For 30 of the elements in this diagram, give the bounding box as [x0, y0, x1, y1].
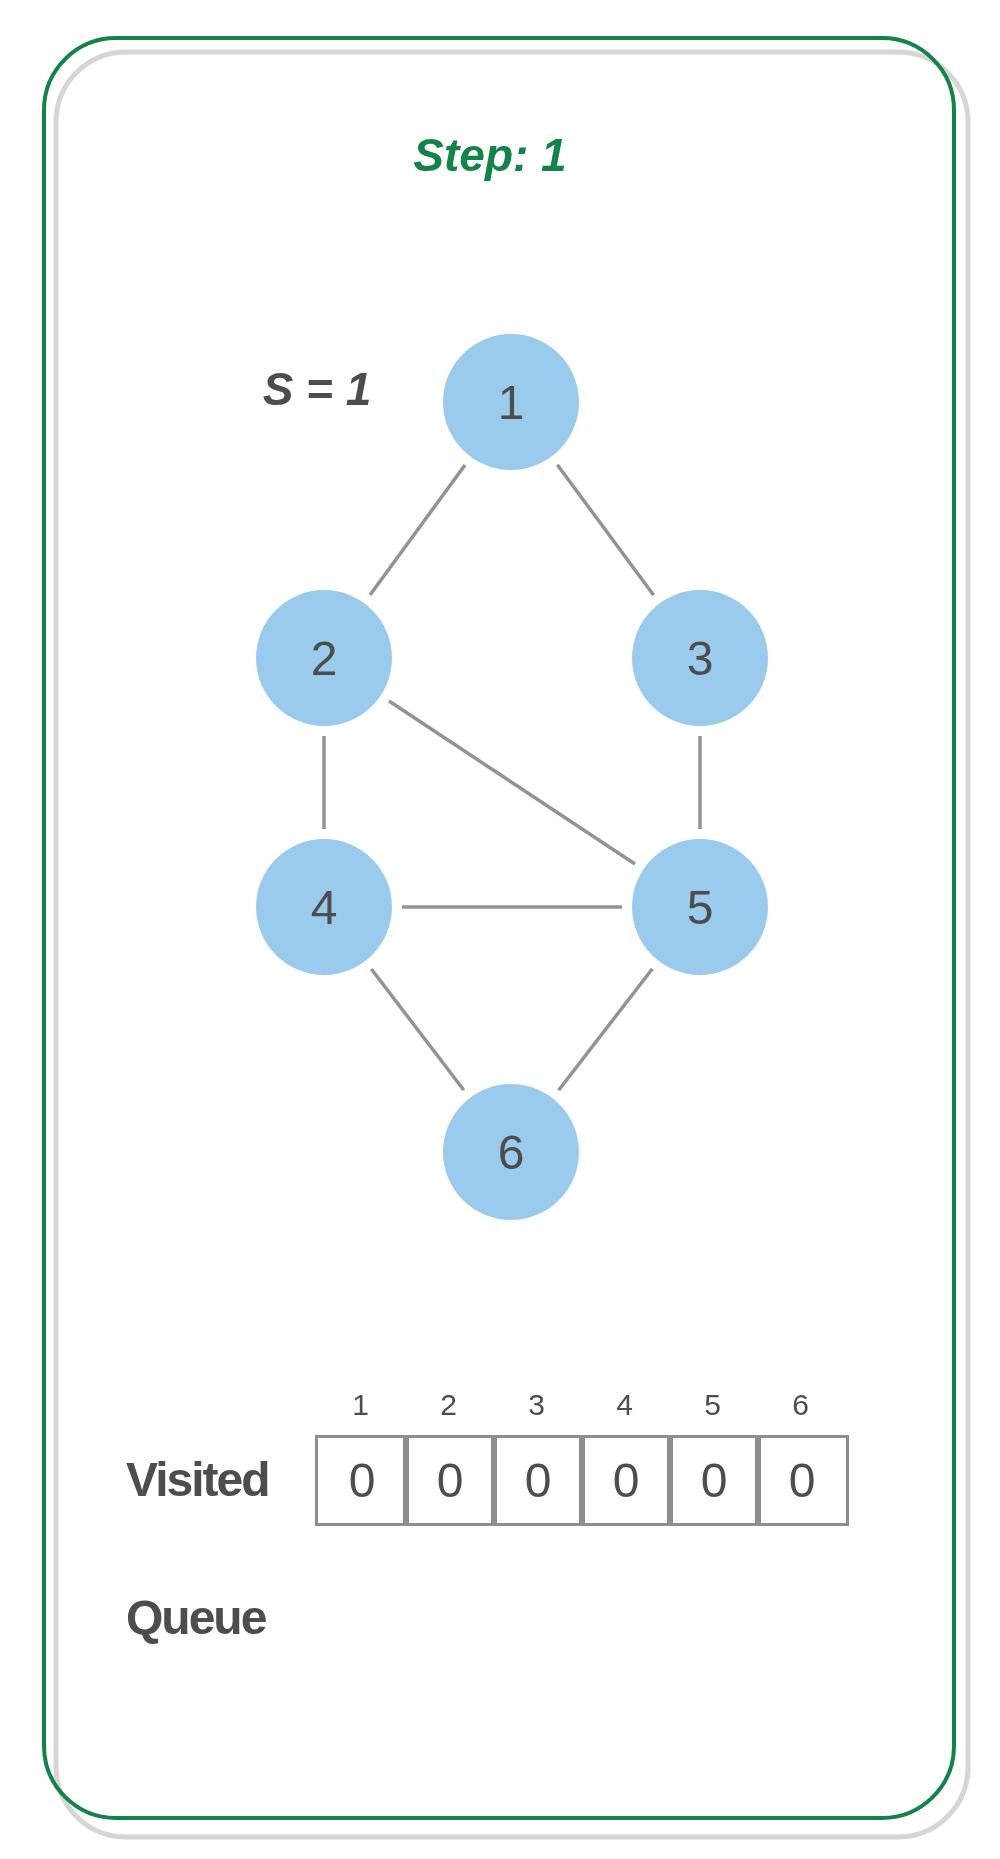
graph-vertex: 5	[632, 839, 768, 975]
column-index: 4	[615, 1388, 634, 1422]
graph-edge	[322, 736, 326, 829]
graph-vertex: 1	[443, 334, 579, 470]
graph-vertex: 6	[443, 1084, 579, 1220]
graph-edge	[369, 967, 466, 1092]
column-index: 3	[527, 1388, 546, 1422]
column-index: 2	[439, 1388, 458, 1422]
column-index: 1	[351, 1388, 370, 1422]
step-title: Step: 1	[412, 128, 568, 182]
column-index: 5	[703, 1388, 722, 1422]
graph-edge	[402, 905, 622, 909]
visited-cell: 0	[755, 1435, 849, 1526]
column-index: 6	[791, 1388, 810, 1422]
row-label: Visited	[126, 1452, 270, 1507]
graph-edge	[368, 463, 467, 597]
graph-edge	[557, 967, 654, 1092]
graph-edge	[555, 463, 656, 597]
row-label: Queue	[126, 1590, 267, 1645]
visited-cell: 0	[579, 1435, 673, 1526]
graph-edge	[388, 699, 636, 866]
visited-cell: 0	[491, 1435, 585, 1526]
visited-cell: 0	[315, 1435, 409, 1526]
graph-vertex: 4	[256, 839, 392, 975]
visited-cell: 0	[667, 1435, 761, 1526]
start-vertex-label: S = 1	[261, 362, 373, 416]
graph-vertex: 2	[256, 590, 392, 726]
graph-edge	[698, 736, 702, 829]
visited-cell: 0	[403, 1435, 497, 1526]
graph-vertex: 3	[632, 590, 768, 726]
